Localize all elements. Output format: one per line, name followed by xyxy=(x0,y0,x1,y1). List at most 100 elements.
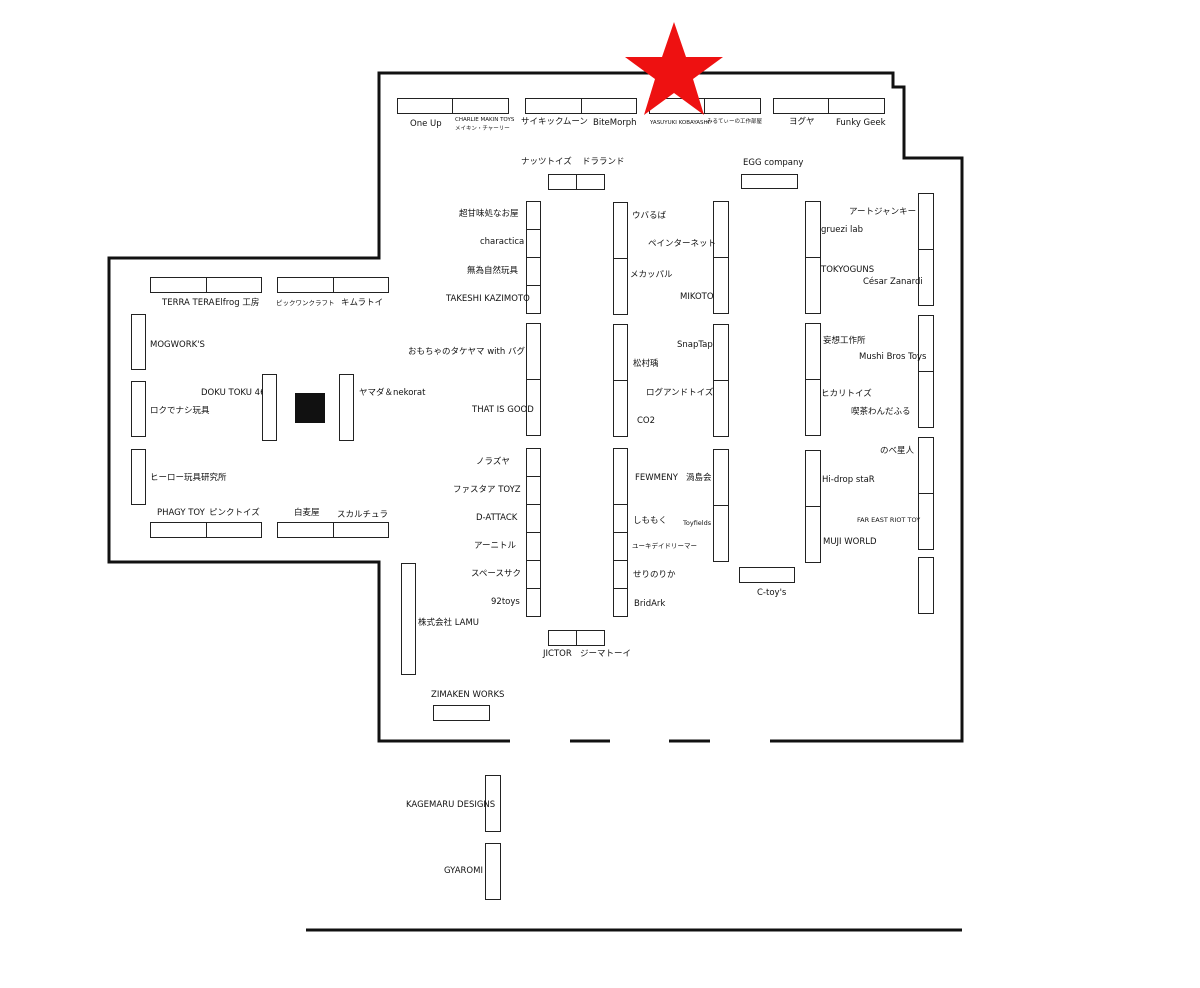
label-matsumuraya: 松村瑀 xyxy=(633,359,659,369)
booth-charactica[interactable] xyxy=(526,229,541,258)
booth-zimaken[interactable] xyxy=(433,705,490,721)
label-hikari-toys: ヒカリトイズ xyxy=(821,389,872,399)
booth-kimura-toy[interactable] xyxy=(333,277,389,293)
booth-far-east-riot[interactable] xyxy=(918,493,934,550)
booth-d-attack[interactable] xyxy=(526,504,541,533)
booth-matsumuraya[interactable] xyxy=(613,324,628,381)
label-snaptap: SnapTap xyxy=(677,340,713,350)
booth-log-and-toys[interactable] xyxy=(613,380,628,437)
label-moso-kosakusho: 妄想工作所 xyxy=(823,336,866,346)
label-pickone-craft: ピックワンクラフト xyxy=(276,299,335,307)
booth-chokanmi[interactable] xyxy=(526,201,541,230)
booth-anitoru[interactable] xyxy=(526,532,541,561)
label-92toys: 92toys xyxy=(491,597,520,607)
booth-omochanotakeyama[interactable] xyxy=(526,323,541,380)
booth-doku-toku[interactable] xyxy=(262,374,277,441)
booth-yogaya[interactable] xyxy=(773,98,829,114)
label-takeshi: TAKESHI KAZIMOTO xyxy=(446,294,530,304)
booth-lamu[interactable] xyxy=(401,563,416,675)
booth-92toys[interactable] xyxy=(526,588,541,617)
label-skull-chula: スカルチュラ xyxy=(337,510,389,520)
booth-norazuya[interactable] xyxy=(526,448,541,477)
pillar xyxy=(295,393,325,423)
booth-nobe-seijin[interactable] xyxy=(918,437,934,494)
label-funky-geek: Funky Geek xyxy=(836,118,886,128)
booth-shiromuguya[interactable] xyxy=(277,522,334,538)
booth-kyoi-shizen[interactable] xyxy=(526,257,541,286)
label-toyfields: Toyfields xyxy=(683,519,712,527)
booth-ubaruba[interactable] xyxy=(613,202,628,259)
label-psychic-moon: サイキックムーン xyxy=(521,117,588,127)
label-yogaya: ヨグヤ xyxy=(789,117,815,127)
booth-funky-geek[interactable] xyxy=(828,98,885,114)
label-lamu: 株式会社 LAMU xyxy=(418,618,480,628)
booth-toyfields[interactable] xyxy=(713,505,729,562)
booth-jictor[interactable] xyxy=(548,630,577,646)
label-kagemaru: KAGEMARU DESIGNS xyxy=(406,800,496,810)
booth-fastar[interactable] xyxy=(526,476,541,505)
booth-tokyoguns[interactable] xyxy=(805,257,821,314)
label-nuts-toys: ナッツトイズ xyxy=(521,157,572,167)
booth-psychic-moon[interactable] xyxy=(525,98,582,114)
label-kyoi-shizen: 無為自然玩具 xyxy=(467,266,519,276)
booth-elfrog[interactable] xyxy=(206,277,262,293)
booth-nuts-toys[interactable] xyxy=(548,174,577,190)
booth-mushi-bros[interactable] xyxy=(918,315,934,372)
booth-art-junky[interactable] xyxy=(918,193,934,250)
booth-terra-tera[interactable] xyxy=(150,277,207,293)
booth-hero-lab[interactable] xyxy=(131,449,146,505)
label-charactica: charactica xyxy=(480,237,525,247)
booth-hikari-toys[interactable] xyxy=(805,379,821,436)
booth-empty[interactable] xyxy=(918,557,934,614)
booth-bridark[interactable] xyxy=(613,588,628,617)
booth-painternet[interactable] xyxy=(713,201,729,258)
label-art-junky: アートジャンキー xyxy=(849,207,917,217)
booth-pickone-craft[interactable] xyxy=(277,277,334,293)
booth-egg-company[interactable] xyxy=(741,174,798,189)
booth-jimato-i[interactable] xyxy=(576,630,605,646)
booth-mogworks[interactable] xyxy=(131,314,146,370)
booth-uzushimakai[interactable] xyxy=(713,449,729,506)
booth-yamada-nekorat[interactable] xyxy=(339,374,354,441)
outer-wall xyxy=(107,71,964,743)
booth-kissa-wanda[interactable] xyxy=(918,371,934,428)
booth-charlie[interactable] xyxy=(452,98,509,114)
label-elfrog: Elfrog 工房 xyxy=(215,298,260,308)
booth-yuki-dreamer[interactable] xyxy=(613,532,628,561)
booth-gruezi-lab[interactable] xyxy=(805,201,821,258)
booth-mikoto[interactable] xyxy=(713,257,729,314)
booth-fewmeny[interactable] xyxy=(613,448,628,505)
booth-gyaromi[interactable] xyxy=(485,843,501,900)
booth-skull-chula[interactable] xyxy=(333,522,389,538)
label-charlie-en: CHARLIE MAKIN TOYS xyxy=(455,117,515,123)
booth-phagy-toy[interactable] xyxy=(150,522,207,538)
booth-dorarando[interactable] xyxy=(576,174,605,190)
booth-pink-toys[interactable] xyxy=(206,522,262,538)
booth-serinoika[interactable] xyxy=(613,560,628,589)
booth-mekappal[interactable] xyxy=(613,258,628,315)
booth-cesar-zanardi[interactable] xyxy=(918,249,934,306)
label-dorarando: ドラランド xyxy=(582,157,625,167)
label-jictor: JICTOR xyxy=(543,649,572,659)
label-omochanotakeyama: おもちゃのタケヤマ with バグ xyxy=(408,347,525,357)
booth-snaptap[interactable] xyxy=(713,324,729,381)
booth-space-saku[interactable] xyxy=(526,560,541,589)
booth-mirutei[interactable] xyxy=(704,98,761,114)
booth-one-up[interactable] xyxy=(397,98,453,114)
booth-rokude-nashi[interactable] xyxy=(131,381,146,437)
booth-moso-kosakusho[interactable] xyxy=(805,323,821,380)
booth-muji-world[interactable] xyxy=(805,506,821,563)
booth-kagemaru[interactable] xyxy=(485,775,501,832)
label-mirutei: みるてぃーの工作部屋 xyxy=(707,119,763,125)
booth-hi-drop-star[interactable] xyxy=(805,450,821,507)
booth-that-is-good[interactable] xyxy=(526,379,541,436)
label-muji-world: MUJI WORLD xyxy=(823,537,877,547)
booth-takeshi[interactable] xyxy=(526,285,541,314)
label-chokanmi: 超甘味処なお屋 xyxy=(459,209,519,219)
booth-snaptap-2[interactable] xyxy=(713,380,729,437)
label-yasuyuki: YASUYUKI KOBAYASHI xyxy=(650,120,710,126)
booth-bitemorph[interactable] xyxy=(581,98,637,114)
booth-shimomoku[interactable] xyxy=(613,504,628,533)
booth-c-toys[interactable] xyxy=(739,567,795,583)
